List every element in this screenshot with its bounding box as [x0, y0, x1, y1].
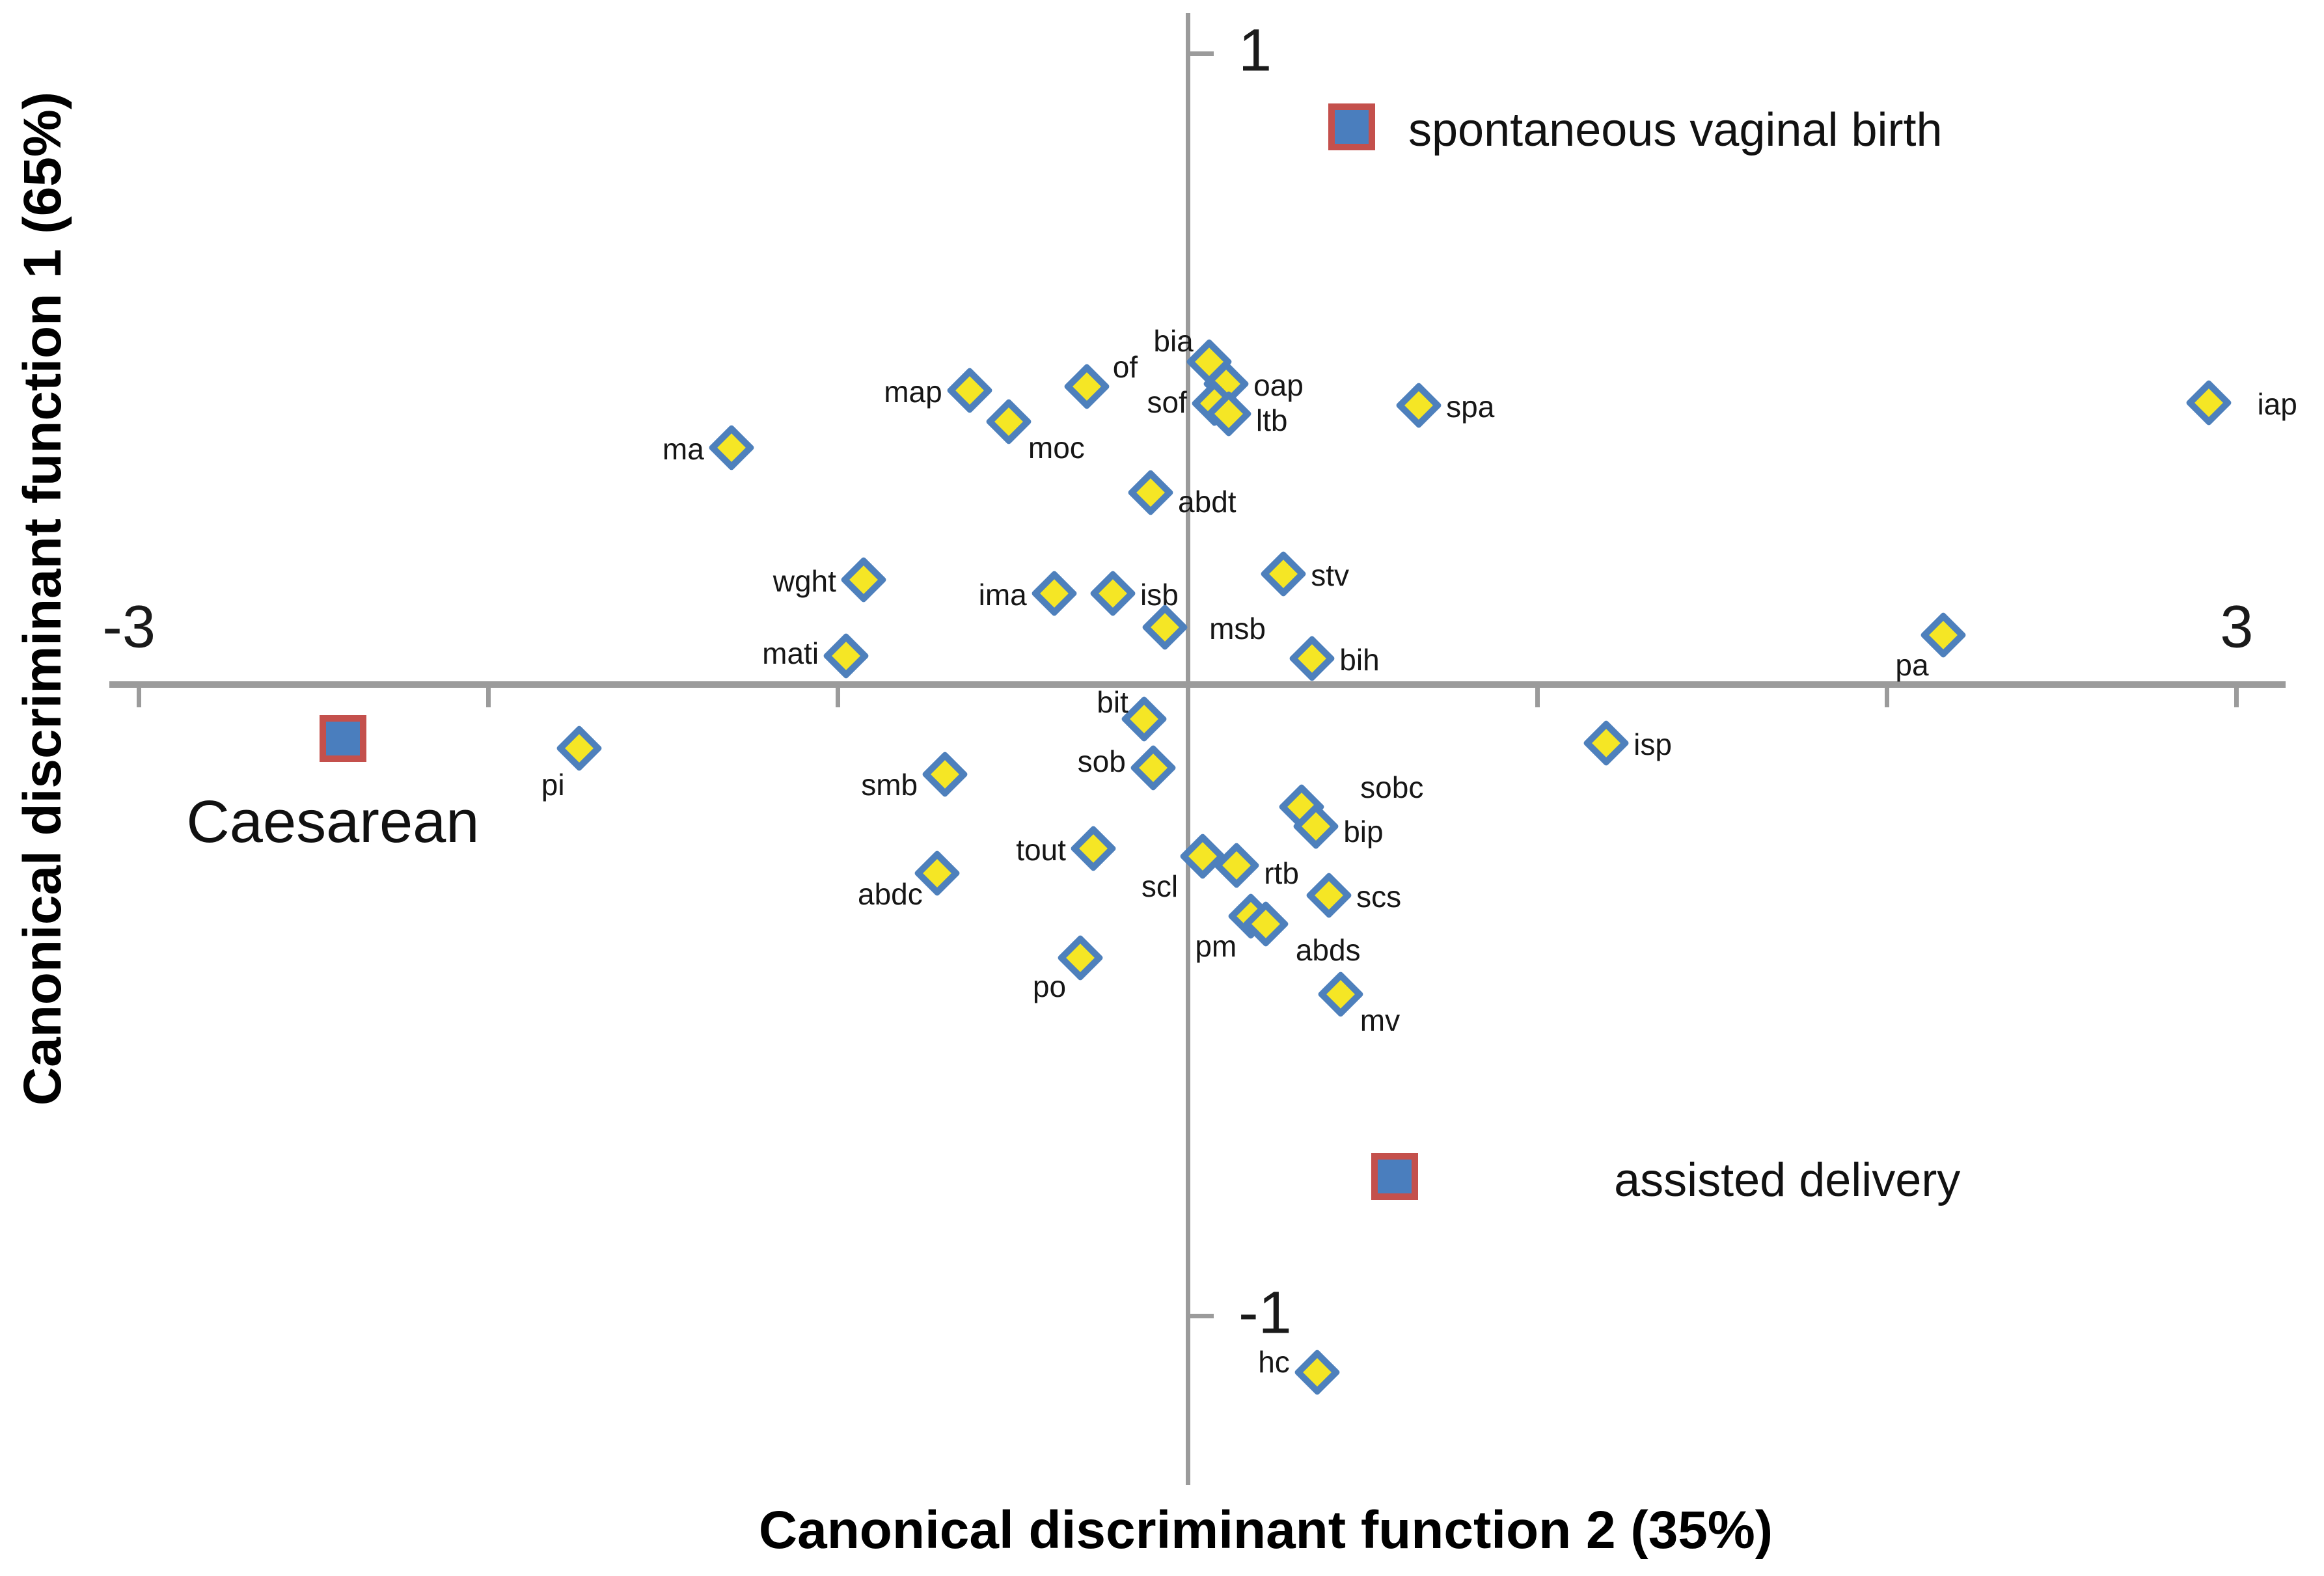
x-axis-tick: [836, 688, 841, 707]
point-label: ltb: [1255, 403, 1288, 437]
point-label: bit: [1097, 685, 1128, 720]
diamond-marker: [1317, 971, 1364, 1018]
point-label: map: [884, 374, 942, 409]
diamond-marker: [1583, 720, 1630, 767]
diamond-marker: [1213, 842, 1261, 890]
diamond-marker: [946, 366, 993, 414]
point-label: sob: [1077, 744, 1126, 779]
diamond-marker: [1030, 570, 1078, 618]
x-axis-tick: [136, 688, 141, 707]
point-label: ima: [978, 578, 1027, 612]
diamond-marker: [1129, 744, 1177, 792]
diamond-marker: [840, 556, 887, 604]
diamond-marker: [2185, 379, 2233, 427]
diamond-marker: [985, 398, 1032, 446]
point-label: abdc: [858, 877, 923, 912]
point-label: wght: [772, 564, 836, 598]
diamond-marker: [1260, 550, 1307, 598]
point-label: scs: [1356, 879, 1402, 914]
y-axis-line: [1185, 13, 1190, 1485]
point-label: iap: [2257, 387, 2297, 422]
point-label: pi: [541, 767, 565, 802]
point-label: oap: [1253, 368, 1304, 403]
point-label: sobc: [1360, 770, 1424, 805]
point-label: mv: [1360, 1003, 1401, 1038]
diamond-marker: [1127, 469, 1175, 517]
diamond-marker: [1069, 825, 1117, 873]
diamond-marker: [707, 424, 755, 472]
point-label: po: [1032, 970, 1067, 1003]
point-label: bia: [1153, 324, 1194, 359]
point-label: abds: [1295, 932, 1361, 967]
point-label: isb: [1140, 578, 1179, 612]
point-label: rtb: [1264, 856, 1299, 891]
y-tick-label: -1: [1238, 1279, 1292, 1346]
centroid-label: Caesarean: [186, 789, 480, 856]
diamond-marker: [555, 724, 603, 772]
x-tick-label: 3: [2220, 593, 2254, 660]
x-axis-tick: [485, 688, 491, 707]
centroid-label: spontaneous vaginal birth: [1408, 104, 1943, 157]
diamond-marker: [1289, 635, 1336, 683]
point-label: smb: [861, 767, 918, 802]
x-axis-title: Canonical discriminant function 2 (35%): [758, 1501, 1773, 1560]
centroid-square-marker: [1371, 1152, 1419, 1200]
point-label: spa: [1446, 390, 1495, 424]
x-axis-line: [109, 681, 2286, 688]
x-axis-tick: [1535, 688, 1540, 707]
point-label: bip: [1343, 815, 1384, 849]
diamond-marker: [1063, 363, 1110, 411]
x-axis-tick: [2234, 688, 2239, 707]
point-label: msb: [1209, 611, 1266, 645]
point-label: tout: [1016, 833, 1066, 867]
point-label: stv: [1311, 558, 1349, 593]
diamond-marker: [922, 750, 969, 798]
point-label: pm: [1195, 929, 1237, 963]
point-label: bih: [1339, 643, 1380, 677]
diamond-marker: [1306, 871, 1353, 919]
diamond-marker: [1089, 570, 1137, 618]
x-axis-tick: [1885, 688, 1890, 707]
point-label: scl: [1141, 869, 1179, 903]
diamond-marker: [1395, 382, 1443, 429]
centroid-square-marker: [320, 715, 367, 763]
point-label: sof: [1147, 385, 1187, 420]
centroid-label: assisted delivery: [1614, 1154, 1961, 1206]
point-label: pa: [1895, 648, 1929, 683]
centroid-square-marker: [1328, 103, 1375, 151]
y-axis-title: Canonical discriminant function 1 (65%): [13, 91, 72, 1106]
y-axis-tick: [1190, 1313, 1214, 1318]
x-tick-label: -3: [102, 593, 156, 660]
point-label: mati: [762, 636, 819, 671]
diamond-marker: [822, 632, 870, 680]
y-axis-tick: [1190, 51, 1214, 56]
diamond-marker: [1293, 1349, 1341, 1396]
point-label: moc: [1028, 431, 1085, 465]
point-label: hc: [1258, 1345, 1290, 1379]
point-label: ma: [662, 432, 704, 467]
point-label: abdt: [1178, 485, 1237, 519]
point-label: isp: [1634, 727, 1672, 762]
y-tick-label: 1: [1238, 17, 1272, 84]
point-label: of: [1112, 350, 1138, 385]
